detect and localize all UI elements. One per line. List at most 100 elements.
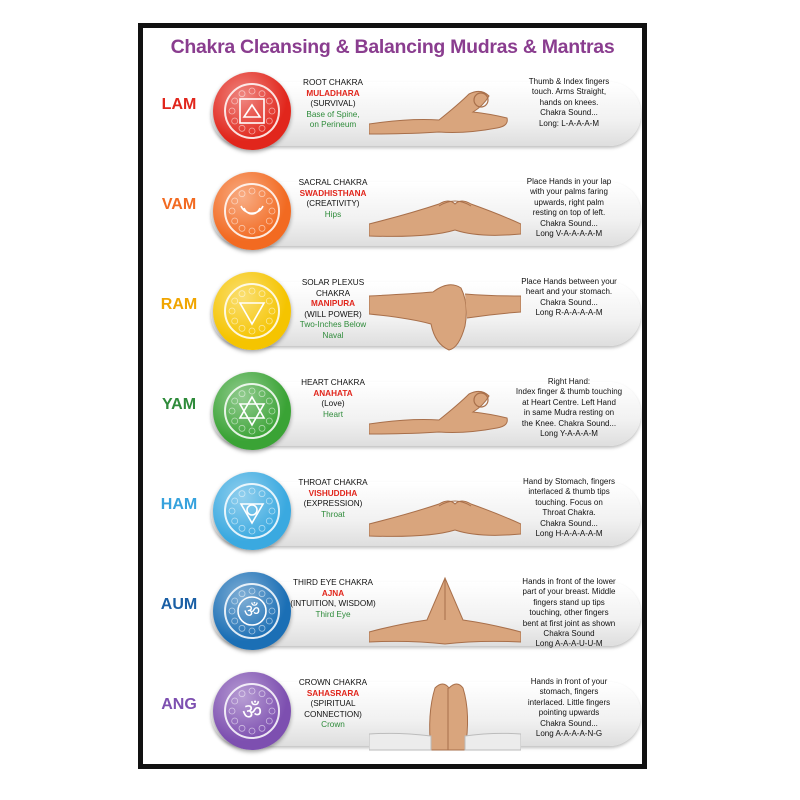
throat-chakra-symbol bbox=[213, 472, 291, 550]
chakra-symbol-icon bbox=[228, 287, 276, 335]
chakra-symbol-icon bbox=[228, 487, 276, 535]
root-chakra-symbol bbox=[213, 72, 291, 150]
chakra-quality: (SURVIVAL) bbox=[310, 99, 356, 109]
mudra-instruction-line: Chakra Sound... bbox=[540, 108, 598, 118]
svg-text:ॐ: ॐ bbox=[244, 601, 260, 622]
mudra-instruction-line: Chakra Sound... bbox=[540, 718, 598, 728]
mudra-instruction-line: fingers stand up tips bbox=[533, 597, 605, 607]
mudra-instruction-line: Long A-A-A-U-U-M bbox=[535, 639, 603, 649]
mudra-instruction-line: Chakra Sound... bbox=[540, 218, 598, 228]
mudra-instruction-line: Index finger & thumb touching bbox=[515, 387, 623, 397]
chakra-location: Crown bbox=[321, 720, 345, 730]
chakra-name: HEART CHAKRA bbox=[301, 378, 365, 387]
chakra-quality: (WILL POWER) bbox=[304, 309, 362, 319]
chakra-symbol-icon bbox=[228, 387, 276, 435]
chakra-name: ROOT CHAKRA bbox=[303, 78, 363, 87]
mudra-instruction-line: Long: L-A-A-A-M bbox=[538, 118, 600, 128]
mudra-instruction-line: Long V-A-A-A-A-M bbox=[535, 229, 603, 239]
poster-title: Chakra Cleansing & Balancing Mudras & Ma… bbox=[170, 36, 615, 58]
chakra-sanskrit-name: VISHUDDHA bbox=[308, 488, 358, 498]
mudra-instruction-line: stomach, fingers bbox=[539, 687, 599, 697]
chakra-symbol-ring bbox=[224, 683, 280, 739]
mudra-hand-illustration bbox=[369, 683, 521, 751]
mudra-hand-illustration bbox=[369, 284, 521, 351]
mudra-instruction-line: the Knee. Chakra Sound... bbox=[521, 418, 617, 428]
mudra-hand-illustration bbox=[369, 576, 521, 645]
chakra-quality: (Love) bbox=[321, 399, 345, 409]
chakra-location: Naval bbox=[322, 330, 344, 340]
mudra-instruction-line: Long H-A-A-A-A-M bbox=[535, 529, 603, 539]
chakra-location: Two-Inches Below bbox=[299, 320, 367, 330]
chakra-symbol-icon bbox=[228, 187, 276, 235]
mudra-instruction-line: touch. Arms Straight, bbox=[531, 87, 607, 97]
mudra-instruction-line: bent at first joint as shown bbox=[522, 618, 616, 628]
mudra-instruction-line: Place Hands in your lap bbox=[526, 177, 612, 186]
chakra-sanskrit-name: AJNA bbox=[321, 588, 345, 598]
mudra-instruction-line: Right Hand: bbox=[547, 377, 591, 386]
mudra-instruction-line: with your palms faring bbox=[530, 187, 608, 197]
chakra-poster: Chakra Cleansing & Balancing Mudras & Ma… bbox=[138, 23, 647, 769]
mudra-instruction-line: in same Mudra resting on bbox=[523, 408, 615, 418]
third-eye-chakra-symbol: ॐ bbox=[213, 572, 291, 650]
mudra-instruction-line: touching, other fingers bbox=[529, 608, 609, 618]
mudra-instruction-line: Long R-A-A-A-A-M bbox=[535, 308, 603, 318]
mudra-instruction-line: Hand by Stomach, fingers bbox=[522, 477, 616, 486]
crown-chakra-symbol: ॐ bbox=[213, 672, 291, 750]
chakra-symbol-icon: ॐ bbox=[228, 687, 276, 735]
mudra-instruction-line: touching. Focus on bbox=[535, 497, 603, 507]
mantra-label: AUM bbox=[160, 596, 198, 613]
chakra-symbol-ring bbox=[224, 283, 280, 339]
mudra-instruction-line: pointing upwards bbox=[538, 708, 600, 718]
mudra-instruction-line: Long A-A-A-A-N-G bbox=[535, 729, 603, 739]
mudra-instruction-line: Hands in front of your bbox=[530, 677, 608, 686]
mudra-instruction-line: heart and your stomach. bbox=[525, 287, 613, 297]
mudra-instruction-line: resting on top of left. bbox=[532, 208, 606, 218]
sacral-chakra-symbol bbox=[213, 172, 291, 250]
chakra-quality: (CREATIVITY) bbox=[306, 199, 360, 209]
chakra-sanskrit-name: SWADHISTHANA bbox=[299, 188, 367, 198]
mantra-label: ANG bbox=[161, 696, 197, 713]
mudra-instruction-line: interlaced & thumb tips bbox=[528, 487, 610, 497]
mudra-instruction-line: at Heart Centre. Left Hand bbox=[522, 397, 616, 407]
chakra-location: Heart bbox=[322, 409, 344, 419]
mudra-instruction-line: Chakra Sound... bbox=[540, 297, 598, 307]
mudra-hand-illustration bbox=[369, 390, 508, 435]
mudra-hand-illustration bbox=[369, 90, 508, 135]
chakra-location: Third Eye bbox=[315, 609, 351, 619]
chakra-location: Hips bbox=[324, 209, 342, 219]
mudra-instruction-line: Thumb & Index fingers bbox=[528, 77, 610, 86]
mudra-description: Right Hand:Index finger & thumb touching… bbox=[505, 377, 633, 439]
mantra-label: HAM bbox=[160, 496, 198, 513]
chakra-symbol-ring bbox=[224, 483, 280, 539]
svg-text:ॐ: ॐ bbox=[242, 700, 262, 725]
mudra-instruction-line: Place Hands between your bbox=[521, 277, 617, 286]
mudra-hand-illustration bbox=[369, 200, 521, 237]
chakra-name: SACRAL CHAKRA bbox=[298, 178, 368, 187]
chakra-quality: (SPIRITUAL CONNECTION) bbox=[304, 699, 362, 719]
chakra-sanskrit-name: SAHASRARA bbox=[306, 688, 360, 698]
mudra-instruction-line: Long Y-A-A-A-M bbox=[540, 429, 598, 439]
mantra-label: VAM bbox=[161, 196, 197, 213]
mudra-instruction-line: hands on knees. bbox=[539, 97, 599, 107]
chakra-location: on Perineum bbox=[309, 120, 357, 130]
mantra-label: LAM bbox=[161, 96, 197, 113]
chakra-name: SOLAR PLEXUS CHAKRA bbox=[301, 278, 365, 298]
mudra-instruction-line: Throat Chakra. bbox=[542, 508, 596, 518]
chakra-name: THROAT CHAKRA bbox=[298, 478, 368, 487]
